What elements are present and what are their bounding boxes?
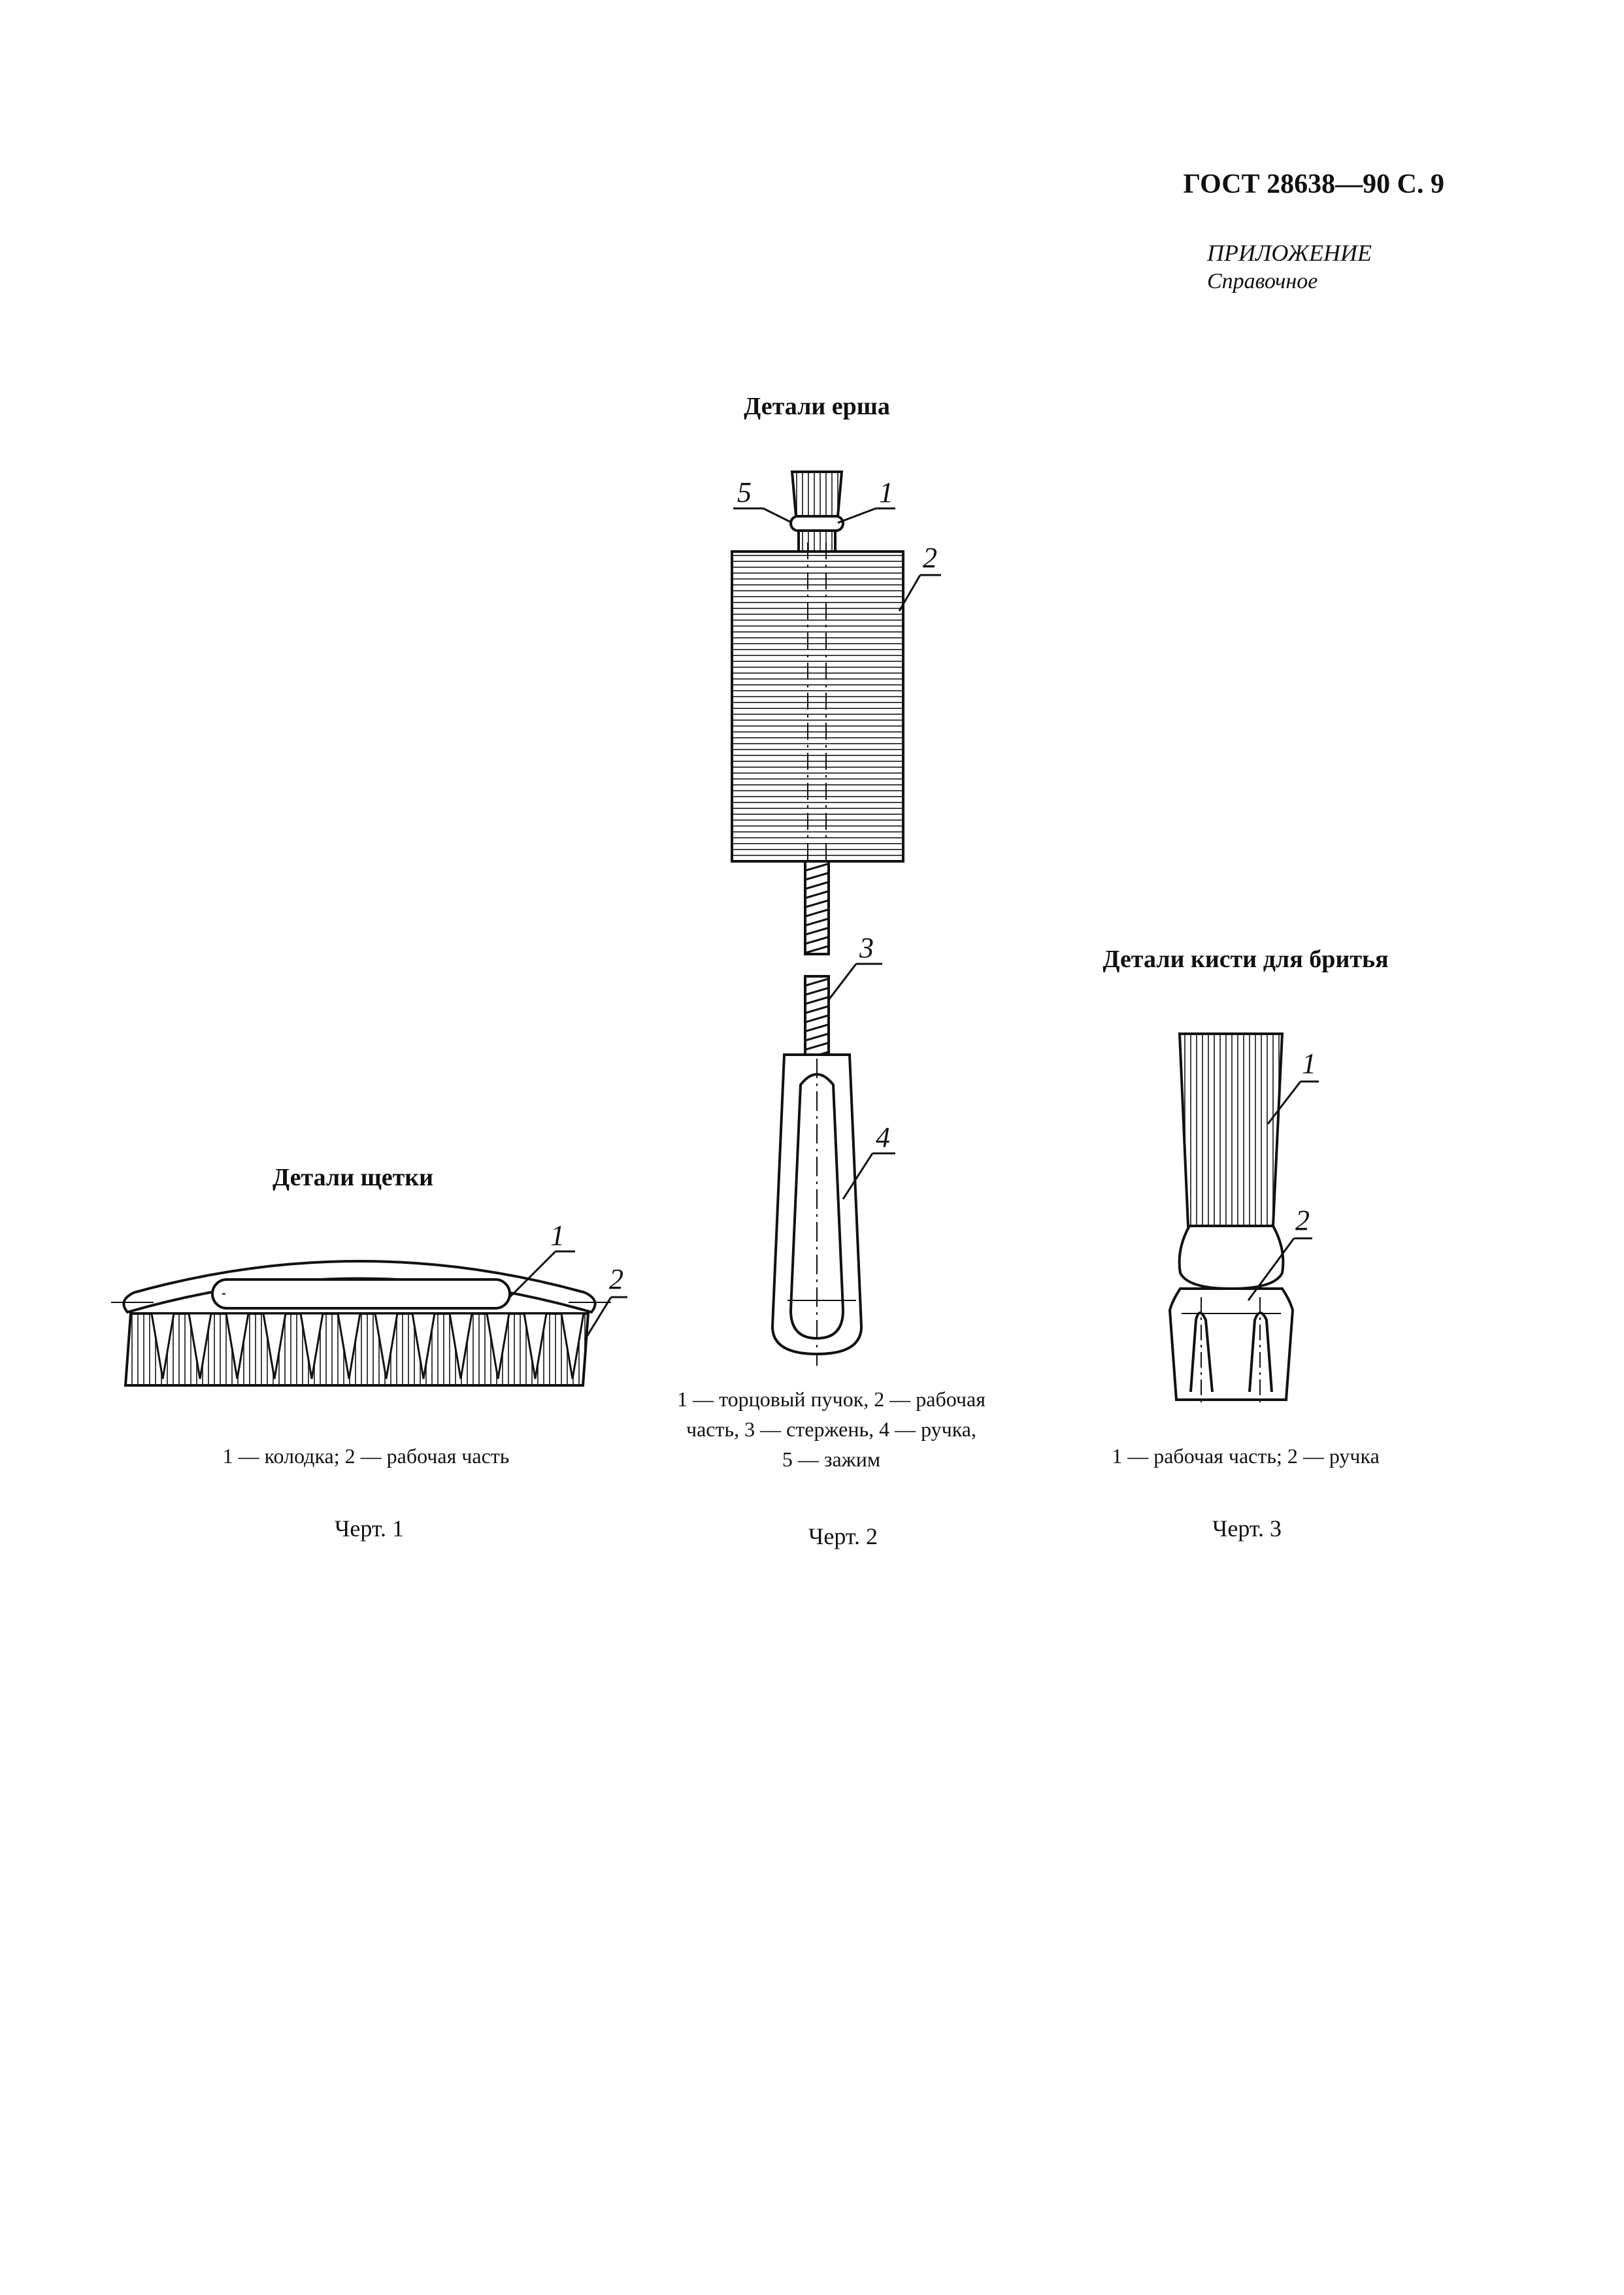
bristle-gap <box>225 1312 250 1379</box>
figure-3-legend: 1 — рабочая часть; 2 — ручка <box>1112 1441 1380 1471</box>
figure-2-legend-line-1: 1 — торцовый пучок, 2 — рабочая <box>677 1387 986 1411</box>
rod-twist-line <box>805 863 829 872</box>
rod-twist-line <box>805 945 829 954</box>
rod-twist-line <box>805 899 829 908</box>
bristle-gap <box>374 1312 399 1379</box>
figure-2-legend-line-3: 5 — зажим <box>782 1447 881 1471</box>
appendix-label: ПРИЛОЖЕНИЕ <box>1207 240 1372 266</box>
rod-twist-line <box>805 917 829 927</box>
appendix-type: Справочное <box>1207 269 1318 293</box>
figure-3-legend-line: 1 — рабочая часть; 2 — ручка <box>1112 1444 1380 1468</box>
shaving-brush-callout-2: 2 <box>1295 1204 1310 1236</box>
bristle-gap <box>150 1312 175 1379</box>
rod-twist-line <box>805 987 829 996</box>
figure-2-legend: 1 — торцовый пучок, 2 — рабочая часть, 3… <box>677 1384 986 1474</box>
figure-2-caption: Черт. 2 <box>808 1523 878 1549</box>
bristle-gap <box>560 1312 585 1379</box>
figure-1-caption: Черт. 1 <box>335 1515 404 1542</box>
rod-twist-line <box>805 936 829 945</box>
figure-3-title: Детали кисти для бритья <box>1102 946 1389 973</box>
rod-twist-line <box>805 1005 829 1014</box>
figure-1-title: Детали щетки <box>272 1164 434 1191</box>
bristle-gap <box>337 1312 361 1379</box>
document-code: ГОСТ 28638—90 С. 9 <box>1183 169 1444 199</box>
bristle-gap <box>299 1312 324 1379</box>
bottle-brush-callout-4: 4 <box>876 1121 890 1153</box>
bristle-gap <box>523 1312 548 1379</box>
rod-twist-line <box>805 881 829 890</box>
rod-twist-line <box>805 1042 829 1051</box>
bottle-brush-callout-2: 2 <box>923 542 937 574</box>
rod-twist-line <box>805 1014 829 1023</box>
bottle-brush-callout-1: 1 <box>879 476 893 508</box>
brush-callout-2: 2 <box>609 1263 623 1295</box>
bristle-gap <box>188 1312 212 1379</box>
rod-twist-line <box>805 872 829 881</box>
shaving-brush-callout-1: 1 <box>1302 1048 1316 1080</box>
rod-twist-line <box>805 996 829 1005</box>
brush-drawing <box>111 1260 611 1387</box>
bristle-gap <box>262 1312 287 1379</box>
shaving-brush-callouts <box>1247 1080 1319 1301</box>
figure-2-title: Детали ерша <box>744 393 890 420</box>
figure-2-legend-line-2: часть, 3 — стержень, 4 — ручка, <box>686 1417 977 1441</box>
figure-1-legend: 1 — колодка; 2 — рабочая часть <box>223 1441 510 1471</box>
rod-twist-line <box>805 1023 829 1032</box>
rod-twist-line <box>805 1032 829 1042</box>
bristle-gap <box>486 1312 510 1379</box>
brush-callout-1: 1 <box>550 1219 565 1251</box>
rod-twist-line <box>805 890 829 899</box>
rod-twist-line <box>805 927 829 936</box>
figure-3-caption: Черт. 3 <box>1212 1515 1282 1542</box>
brush-callouts <box>508 1250 627 1340</box>
rod-twist-line <box>805 978 829 987</box>
bottle-brush-callout-5: 5 <box>737 476 752 508</box>
figure-1-legend-line: 1 — колодка; 2 — рабочая часть <box>222 1444 510 1468</box>
bottle-brush-callout-3: 3 <box>859 932 874 964</box>
bottle-brush-callouts <box>733 507 941 1200</box>
bristle-gap <box>411 1312 436 1379</box>
bristle-gap <box>448 1312 473 1379</box>
rod-twist-line <box>805 908 829 917</box>
shaving-brush-drawing <box>1168 1032 1295 1405</box>
bottle-brush-drawing <box>731 471 904 1366</box>
